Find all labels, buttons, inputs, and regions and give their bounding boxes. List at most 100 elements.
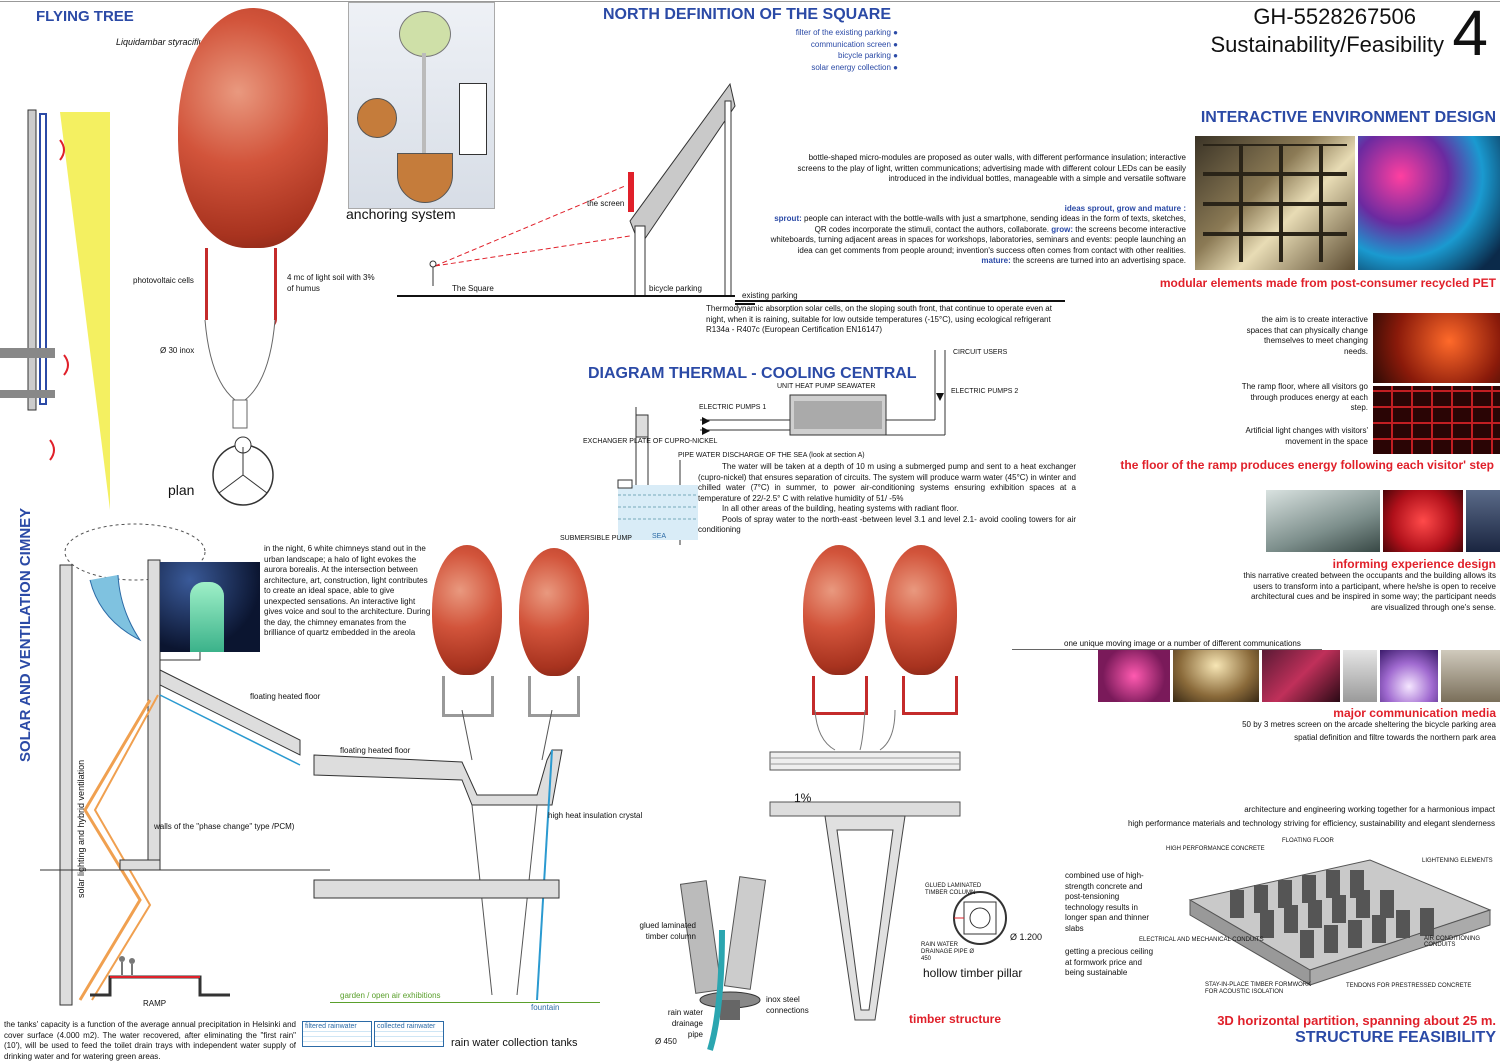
media-photo-5 (1380, 650, 1438, 702)
media-photo-3 (1262, 650, 1340, 702)
pumps1-label: ELECTRIC PUMPS 1 (699, 404, 767, 411)
pot-support (204, 320, 276, 429)
informing-text: this narrative created between the occup… (1243, 571, 1496, 612)
electrical-label: ELECTRICAL AND MECHANICAL CONDUITS (1139, 937, 1264, 943)
ramp-label: RAMP (143, 999, 167, 1008)
unique-label: one unique moving image or a number of d… (1064, 639, 1301, 648)
tanks-text: the tanks' capacity is a function of the… (4, 1020, 296, 1061)
slope-label: 1% (794, 791, 812, 805)
light-text: Artificial light changes with visitors' … (1245, 426, 1368, 446)
media-photo-4 (1343, 650, 1377, 702)
discharge-label: PIPE WATER DISCHARGE OF THE SEA (look at… (678, 452, 865, 459)
bicycle-label: bicycle parking (649, 284, 702, 293)
timber-section (769, 710, 961, 1021)
sheet-number: 4 (1452, 0, 1488, 69)
stay-label: STAY-IN-PLACE TIMBER FORMWORK FOR ACOUST… (1205, 982, 1312, 995)
soil-label: 4 mc of light soil with 3% of humus (287, 273, 375, 293)
chimney-floor-label: floating heated floor (250, 692, 321, 701)
heat-pump-label: UNIT HEAT PUMP SEAWATER (777, 383, 876, 390)
arch-text: architecture and engineering working tog… (1244, 805, 1495, 814)
media-text-2: spatial definition and filtre towards th… (1294, 733, 1496, 742)
north-title: NORTH DEFINITION OF THE SQUARE (603, 6, 891, 23)
ramp-floor-text: The ramp floor, where all visitors go th… (1241, 382, 1368, 412)
exchanger-label: EXCHANGER PLATE OF CUPRO-NICKEL (583, 438, 718, 445)
informing-photo-2 (1383, 490, 1463, 552)
screen-label: the screen (587, 199, 625, 208)
north-item: bicycle parking ● (838, 51, 898, 60)
d1200-label: Ø 1.200 (1010, 932, 1043, 942)
tree-pot (205, 248, 277, 329)
interactive-title: INTERACTIVE ENVIRONMENT DESIGN (1200, 109, 1496, 126)
pumps2-label: ELECTRIC PUMPS 2 (951, 388, 1019, 395)
rain-pot (442, 676, 494, 717)
thermal-diagram (617, 350, 946, 545)
informing-label: informing experience design (1332, 557, 1496, 571)
media-photo-2 (1173, 650, 1259, 702)
mature-key: mature: (981, 256, 1011, 265)
partition-label: 3D horizontal partition, spanning about … (1217, 1013, 1496, 1028)
north-section (397, 82, 755, 305)
parking-label: existing parking (742, 291, 798, 300)
ideas-text: sprout: people can interact with the bot… (770, 214, 1186, 267)
tanks-title: rain water collection tanks (451, 1037, 578, 1049)
air-label: AIR CONDITIONING CONDUITS (1424, 936, 1481, 948)
sheet-code: GH-5528267506 (1253, 4, 1416, 29)
rain-tree-crown (432, 545, 502, 675)
collected-label: collected rainwater (375, 1022, 443, 1031)
floor-energy-label: the floor of the ramp produces energy fo… (1120, 458, 1494, 472)
diagram-text: The water will be taken at a depth of 10… (698, 462, 1076, 536)
grow-text: the screens become interactive whiteboar… (770, 224, 1186, 255)
species-label: Liquidambar styraciflua (116, 37, 209, 47)
garden-label: garden / open air exhibitions (340, 991, 441, 1000)
circuit-users-label: CIRCUIT USERS (953, 349, 1008, 356)
interactive-intro: bottle-shaped micro-modules are proposed… (797, 153, 1187, 183)
drainage-label: rain water drainage pipe (667, 1008, 703, 1039)
rain-pot (528, 676, 580, 717)
combined-text: combined use of high-strength concrete a… (1065, 871, 1150, 933)
hollow-label: hollow timber pillar (923, 966, 1023, 980)
floating-label: FLOATING FLOOR (1282, 838, 1334, 844)
anchoring-image (348, 2, 495, 209)
submersible-label: SUBMERSIBLE PUMP (560, 535, 632, 542)
diagram-text-p3: Pools of spray water to the north-east -… (698, 514, 1076, 535)
pcm-label: walls of the "phase change" type /PCM) (154, 822, 295, 831)
timber-tree-crown (885, 545, 957, 675)
inox-label: Ø 30 inox (160, 346, 195, 355)
grow-key: grow: (1051, 224, 1074, 234)
sprout-key: sprout: (774, 214, 802, 223)
drain-small-label: RAIN WATER DRAINAGE PIPE Ø 450 (921, 942, 975, 962)
fountain-label: fountain (531, 1003, 560, 1012)
silhouette-photo (1373, 313, 1500, 383)
tendons-label: TENDONS FOR PRESTRESSED CONCRETE (1346, 983, 1472, 989)
plan-drawing (212, 436, 274, 506)
collected-tank: collected rainwater (374, 1021, 444, 1047)
hpc-label: HIGH PERFORMANCE CONCRETE (1166, 846, 1265, 852)
garden-line (330, 1002, 600, 1003)
led-wall-photo (1358, 136, 1500, 270)
facade-section (0, 109, 110, 510)
thermo-text: Thermodynamic absorption solar cells, on… (706, 304, 1052, 334)
north-item: solar energy collection ● (811, 62, 898, 72)
timber-column-render (680, 876, 767, 1051)
square-label: The Square (452, 284, 494, 293)
timber-pot (902, 676, 958, 715)
media-photo-1 (1098, 650, 1170, 702)
north-items: filter of the existing parking ● communi… (720, 27, 898, 73)
top-rule (0, 1, 1500, 2)
timber-tree-crown (803, 545, 875, 675)
chimney-title: SOLAR AND VENTILATION CIMNEY (17, 507, 34, 762)
flying-tree-crown (178, 8, 328, 248)
ceiling-text: getting a precious ceiling at formwork p… (1065, 947, 1154, 977)
structure-title: STRUCTURE FEASIBILITY (1295, 1029, 1496, 1046)
chimney-photo (160, 562, 260, 652)
chimney-text: in the night, 6 white chimneys stand out… (264, 544, 431, 637)
photovoltaic-label: photovoltaic cells (133, 276, 194, 285)
plan-label: plan (168, 482, 195, 498)
media-text-1: 50 by 3 metres screen on the arcade shel… (1242, 720, 1496, 729)
bottle-wall-photo (1195, 136, 1355, 270)
glued-small-label: GLUED LAMINATED TIMBER COLUMN (925, 883, 982, 896)
diagram-text-p1: The water will be taken at a depth of 10… (698, 462, 1076, 503)
unique-line (1012, 649, 1322, 650)
media-label: major communication media (1333, 706, 1496, 720)
perf-text: high performance materials and technolog… (1127, 819, 1495, 828)
